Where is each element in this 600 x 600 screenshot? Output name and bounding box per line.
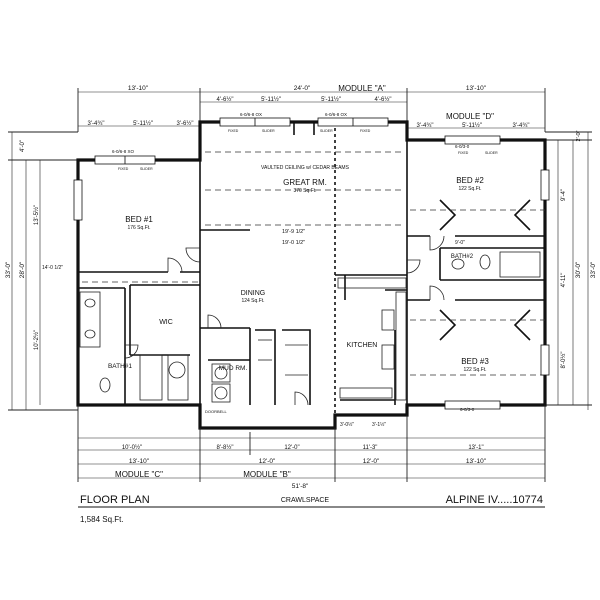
module-a-label: MODULE "A" [338, 84, 386, 93]
bottom-dimensions [77, 405, 546, 482]
room-bed3-name: BED #3 [461, 357, 489, 366]
doors [124, 235, 445, 406]
room-great-name: GREAT RM. [283, 178, 327, 187]
room-bed3-area: 122 Sq.Ft. [463, 367, 486, 373]
room-bed1-name: BED #1 [125, 215, 153, 224]
ceiling-beams [82, 151, 545, 376]
dim-left-mid: 28'-0" [19, 261, 26, 278]
room-mud-name: MUD RM. [219, 365, 248, 372]
dim-bottom-d-inner: 13'-1" [468, 445, 483, 451]
room-bath2-name: BATH#2 [451, 254, 474, 260]
note-slider-4: SLIDER [485, 151, 498, 155]
title-foundation: CRAWLSPACE [281, 497, 330, 504]
room-wic-name: WIC [159, 319, 173, 326]
dim-top-left: 13'-10" [128, 85, 149, 92]
room-bed1-area: 176 Sq.Ft. [127, 225, 150, 231]
dim-bottom-b-b: 12'-0" [284, 445, 299, 451]
dim-c-right: 3'-6½" [177, 120, 194, 127]
dim-right-hall: 4'-11" [561, 273, 567, 288]
dim-left-total: 33'-0" [5, 261, 12, 278]
fixtures [79, 251, 541, 403]
room-dining-name: DINING [241, 290, 266, 297]
dim-kitchen-w2: 3'-1½" [372, 421, 386, 428]
window-great-right-label: 6-0/6-8 OX [325, 112, 347, 117]
module-b-label: MODULE "B" [243, 470, 291, 479]
dim-bed1-width: 14'-0 1/2" [42, 265, 63, 271]
note-slider-3: SLIDER [320, 129, 333, 133]
dim-a-mid-right: 5'-11½" [321, 96, 341, 103]
module-c-label: MODULE "C" [115, 470, 163, 479]
left-dimensions: 33'-0" 28'-0" 4'-0" 13'-5½" 10'-2½" [5, 131, 78, 411]
dim-c-mid: 5'-11½" [133, 120, 153, 127]
dim-d-mid: 5'-11½" [462, 122, 482, 129]
title-floor-plan: FLOOR PLAN [80, 494, 150, 506]
dim-kitchen-w: 3'-0½" [340, 421, 354, 428]
window-bed3-label: 6-0/3-0 [460, 407, 475, 412]
dim-a-right: 4'-6½" [375, 96, 392, 103]
dim-bottom-d-total: 13'-10" [466, 458, 487, 465]
room-dining-area: 124 Sq.Ft. [241, 298, 264, 304]
room-kitchen-name: KITCHEN [347, 342, 378, 349]
note-fixed-4: FIXED [458, 151, 469, 155]
dim-dining-depth: 19'-0 1/2" [282, 240, 305, 246]
dim-left-bed: 13'-5½" [33, 205, 40, 225]
note-fixed-3: FIXED [360, 129, 371, 133]
room-bath1-name: BATH#1 [108, 363, 132, 370]
title-area: 1,584 Sq.Ft. [80, 515, 124, 524]
title-model: ALPINE IV.....10774 [446, 494, 543, 506]
room-bed2-area: 122 Sq.Ft. [458, 186, 481, 192]
windows [73, 117, 550, 410]
dim-d-left: 3'-4¾" [417, 123, 434, 129]
dim-bottom-c-inner: 10'-0½" [122, 444, 142, 451]
note-slider-1: SLIDER [140, 167, 153, 171]
dim-a-mid-left: 5'-11½" [261, 96, 281, 103]
dim-top-middle: 24'-0" [294, 85, 311, 92]
window-bed2-label: 6-0/3-0 [455, 144, 470, 149]
dim-bottom-b-c: 11'-3" [363, 445, 378, 451]
room-great-ceiling: VAULTED CEILING w/ CEDAR BEAMS [261, 165, 350, 171]
note-fixed-1: FIXED [118, 167, 129, 171]
dim-right-mid: 30'-0" [575, 261, 582, 278]
window-great-left-label: 6-0/6-8 OX [240, 112, 262, 117]
note-fixed-2: FIXED [228, 129, 239, 133]
dim-great-depth: 19'-9 1/2" [282, 229, 305, 235]
note-slider-2: SLIDER [262, 129, 275, 133]
dim-right-total: 33'-0" [590, 261, 597, 278]
right-dimensions: 33'-0" 30'-0" 2'-0" 9'-4" 4'-11" 8'-0½" [545, 130, 597, 410]
module-d-label: MODULE "D" [446, 112, 494, 121]
top-dimensions: 13'-10" 24'-0" 13'-10" MODULE "A" 4'-6½"… [77, 84, 546, 132]
dim-bottom-b-total: 12'-0" [259, 458, 276, 465]
dim-bottom-kitchen-total: 12'-0" [363, 458, 380, 465]
dim-left-bath: 10'-2½" [33, 330, 40, 350]
window-bed1-label: 6-0/6-8 XO [112, 149, 135, 154]
dim-left-top: 4'-0" [20, 140, 26, 152]
dim-right-bed2: 9'-4" [561, 189, 567, 201]
dim-c-left: 3'-4¾" [88, 121, 105, 127]
dim-bottom-b-a: 8'-8½" [217, 444, 234, 451]
dim-d-right: 3'-4¾" [513, 123, 530, 129]
dim-bottom-overall: 51'-8" [292, 483, 309, 490]
dim-a-left: 4'-6½" [217, 96, 234, 103]
room-bed2-name: BED #2 [456, 176, 484, 185]
note-doorbell: DOORBELL [205, 409, 228, 414]
dim-top-right: 13'-10" [466, 85, 487, 92]
dim-right-top: 2'-0" [576, 130, 582, 141]
dim-right-bed3: 8'-0½" [560, 352, 567, 369]
dim-bottom-c-total: 13'-10" [129, 458, 150, 465]
dim-bed2-width: 9'-0" [455, 240, 465, 246]
room-great-area: 370 Sq.Ft. [293, 188, 316, 194]
